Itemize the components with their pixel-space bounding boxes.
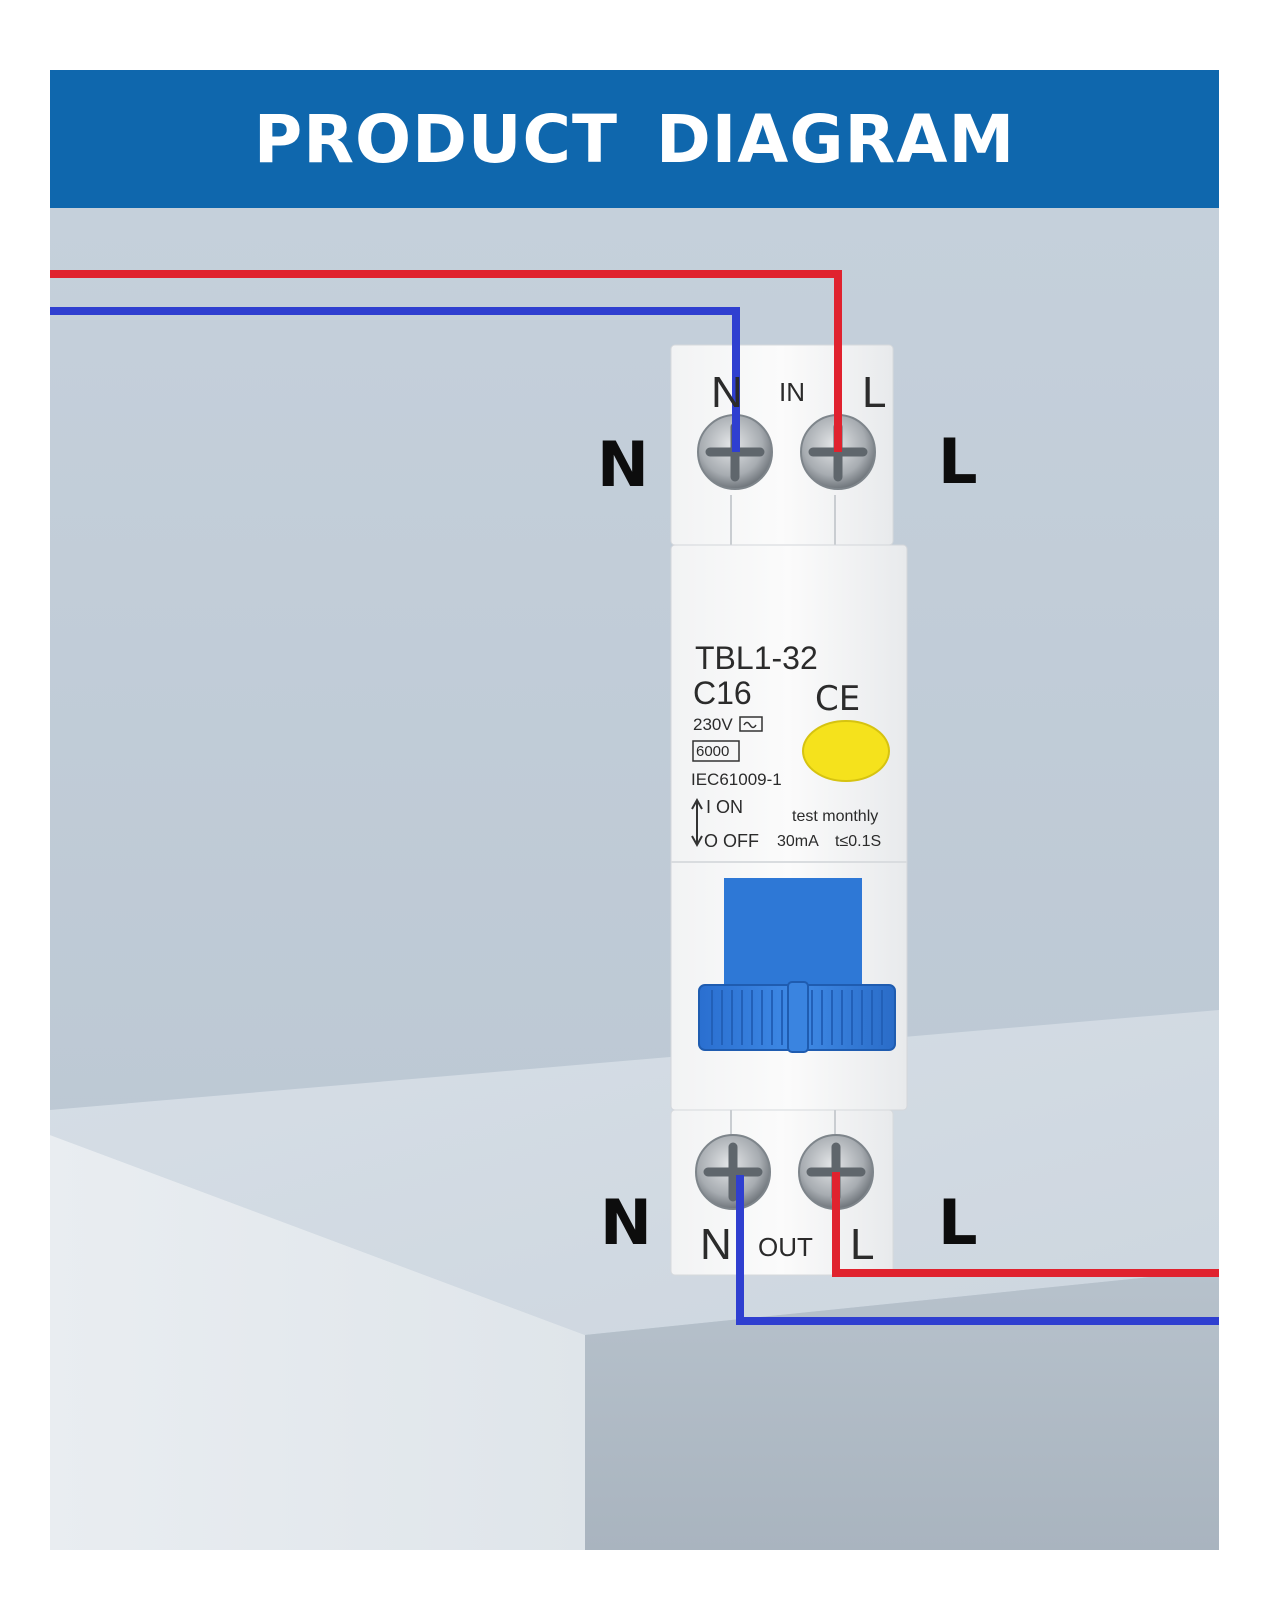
- input-live-label: L: [938, 425, 978, 498]
- breaking-capacity-label: 6000: [696, 743, 730, 760]
- in-label: IN: [779, 377, 805, 407]
- input-neutral-label: N: [597, 428, 649, 501]
- top-neutral-terminal-label: N: [711, 368, 743, 417]
- ce-mark: CE: [815, 679, 861, 719]
- output-neutral-label: N: [600, 1186, 652, 1259]
- bottom-live-terminal-label: L: [850, 1220, 875, 1269]
- top-live-terminal-label: L: [862, 368, 887, 417]
- residual-current-label: 30mA: [777, 833, 819, 850]
- model-label: TBL1-32: [695, 640, 818, 676]
- off-label: O OFF: [704, 831, 759, 851]
- standard-label: IEC61009-1: [691, 770, 782, 789]
- on-label: I ON: [706, 797, 744, 817]
- output-neutral-wire: [736, 1175, 1219, 1325]
- out-label: OUT: [758, 1232, 813, 1262]
- test-button[interactable]: [802, 720, 890, 782]
- rating-label: C16: [693, 675, 752, 711]
- trip-time-label: t≤0.1S: [835, 833, 882, 850]
- input-live-wire: [50, 270, 842, 452]
- voltage-label: 230V: [693, 715, 733, 734]
- header-banner: PRODUCT DIAGRAM: [50, 70, 1219, 208]
- bottom-neutral-terminal-label: N: [700, 1220, 732, 1269]
- bottom-neutral-screw-icon: [695, 1134, 771, 1210]
- input-neutral-wire: [50, 307, 740, 452]
- banner-title: PRODUCT DIAGRAM: [253, 100, 1016, 178]
- output-live-wire: [832, 1172, 1219, 1277]
- test-monthly-label: test monthly: [792, 808, 879, 825]
- output-live-label: L: [938, 1186, 978, 1259]
- toggle-lever[interactable]: [698, 981, 896, 1053]
